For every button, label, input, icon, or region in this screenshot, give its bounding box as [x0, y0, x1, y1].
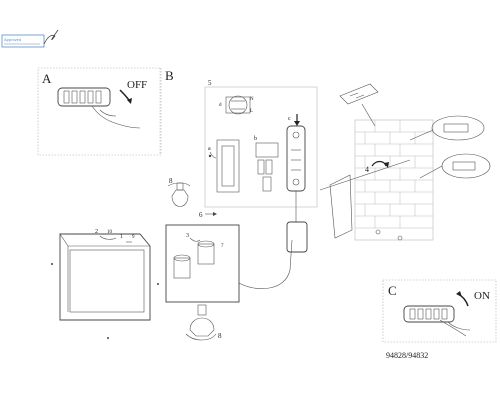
cable-driver	[286, 221, 308, 253]
signature-mark	[43, 29, 59, 45]
wiring-detail-box: 5 N L d a b c	[204, 79, 318, 222]
stamp-text: Approved	[4, 37, 21, 42]
callout-l-top: L	[250, 109, 253, 114]
drill-bit-icon	[339, 83, 379, 127]
finished-fixture: 2 10 1 9	[51, 229, 159, 339]
junction-box	[286, 125, 306, 192]
bulb-top: 8	[167, 177, 191, 207]
breaker-switch-off	[57, 87, 111, 107]
panel-c-action: ON	[474, 290, 490, 302]
callout-2: 2	[95, 229, 98, 235]
callout-10: 10	[107, 230, 113, 235]
panel-c-arrow-icon	[457, 293, 469, 307]
wall-plug-bottom	[441, 153, 491, 179]
callout-a-arrow-icon	[209, 151, 217, 159]
hand-icon	[91, 105, 141, 129]
bulb-bottom: 8	[185, 304, 222, 341]
callout-5: 5	[208, 79, 212, 87]
panel-c: C ON	[382, 279, 497, 343]
callout-6: 6	[199, 211, 203, 219]
connector-terminals	[255, 142, 279, 192]
callout-7: 7	[221, 244, 224, 249]
panel-c-frame	[382, 279, 497, 343]
callout-a: a	[208, 146, 211, 152]
callout-8-bottom: 8	[218, 332, 222, 340]
callout-4-arrowhead-icon	[384, 162, 389, 168]
panel-c-letter: C	[388, 283, 397, 298]
callout-4-rotate-icon	[371, 160, 387, 167]
lamp-socket-right	[197, 240, 215, 265]
panel-b: B	[159, 68, 174, 155]
power-cable	[238, 221, 308, 289]
panel-a-frame	[37, 67, 162, 156]
breaker-switch-on	[403, 305, 455, 323]
callout-n-top: N	[250, 97, 254, 102]
callout-8-top-rotate-icon	[167, 182, 191, 187]
callout-d: d	[219, 103, 222, 108]
wall-plug-top	[431, 115, 485, 141]
wall-mounting-detail: 4	[319, 83, 491, 241]
panel-a-arrowhead-icon	[127, 98, 132, 104]
callout-8-top: 8	[169, 177, 173, 185]
callout-2-arrow-icon	[99, 235, 117, 240]
panel-a: A OFF	[37, 67, 162, 156]
panel-a-action: OFF	[127, 79, 147, 91]
terminal-block	[225, 95, 251, 115]
callout-c: c	[288, 116, 291, 122]
mounting-bracket	[329, 174, 353, 239]
callout-9: 9	[132, 235, 135, 240]
brick-wall	[354, 119, 434, 241]
callout-1: 1	[120, 234, 123, 240]
callout-b: b	[254, 136, 257, 142]
model-numbers: 94828/94832	[386, 351, 428, 360]
callout-8-bottom-rotate-icon	[185, 333, 217, 341]
down-arrow-icon	[294, 121, 300, 126]
hand-icon-c	[439, 319, 471, 337]
callout-3: 3	[186, 233, 189, 239]
approval-stamp: Approved	[1, 29, 59, 48]
lamp-socket-left	[173, 254, 191, 279]
panel-c-arrowhead-icon	[456, 291, 462, 297]
callout-4: 4	[365, 165, 369, 174]
mounting-plate: 6 3 7	[165, 211, 240, 303]
panel-b-letter: B	[165, 68, 174, 83]
panel-a-letter: A	[42, 71, 52, 86]
driver-housing	[216, 139, 240, 193]
